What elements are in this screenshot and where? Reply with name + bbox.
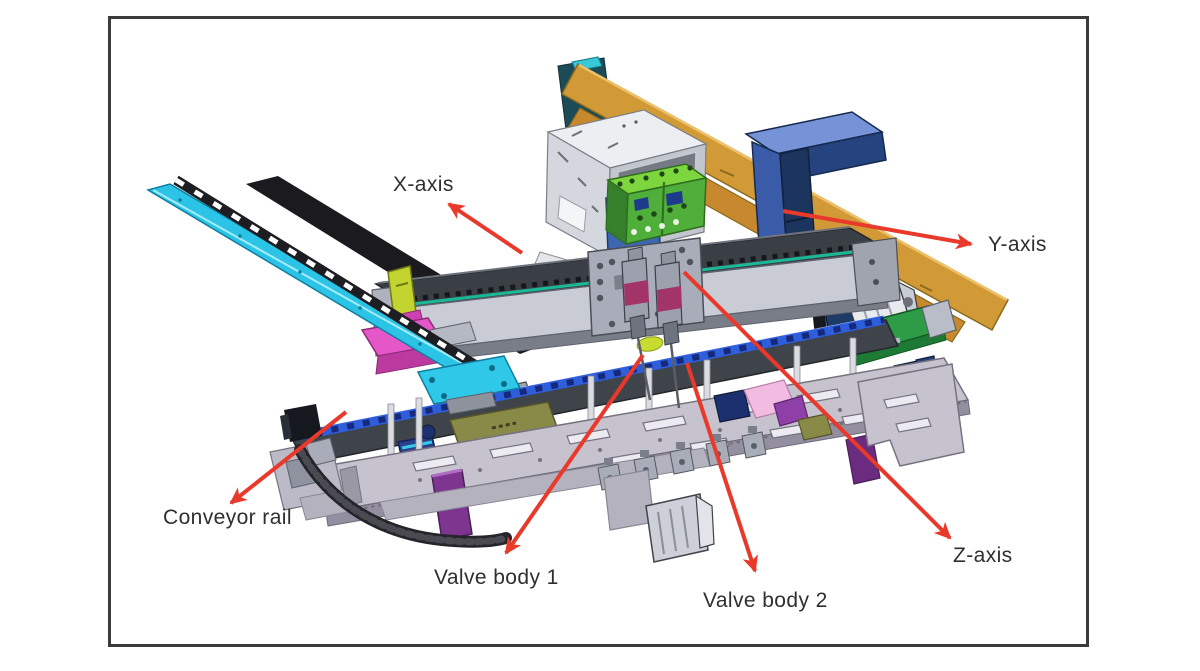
arrow-y-axis	[782, 209, 973, 250]
arrow-valve-body-2	[685, 362, 758, 573]
label-valve-body-2: Valve body 2	[703, 589, 828, 612]
arrow-conveyor-rail	[229, 410, 348, 505]
z-axis-assembly	[587, 163, 708, 409]
arrow-valve-body-1	[504, 353, 645, 555]
label-z-axis: Z-axis	[953, 544, 1013, 567]
valve-body-1-part	[621, 246, 652, 401]
label-y-axis: Y-axis	[988, 233, 1047, 256]
arrow-x-axis	[447, 202, 524, 255]
base-platform	[269, 337, 971, 563]
annotation-arrows	[229, 202, 973, 573]
arrow-z-axis	[682, 270, 952, 540]
conveyor-rail	[146, 175, 535, 411]
valve-body-2-part	[654, 250, 683, 409]
label-valve-body-1: Valve body 1	[434, 566, 559, 589]
label-x-axis: X-axis	[393, 173, 454, 196]
cable-chain	[294, 444, 512, 548]
bottom-motor	[603, 469, 715, 563]
label-conveyor-rail: Conveyor rail	[163, 506, 292, 529]
